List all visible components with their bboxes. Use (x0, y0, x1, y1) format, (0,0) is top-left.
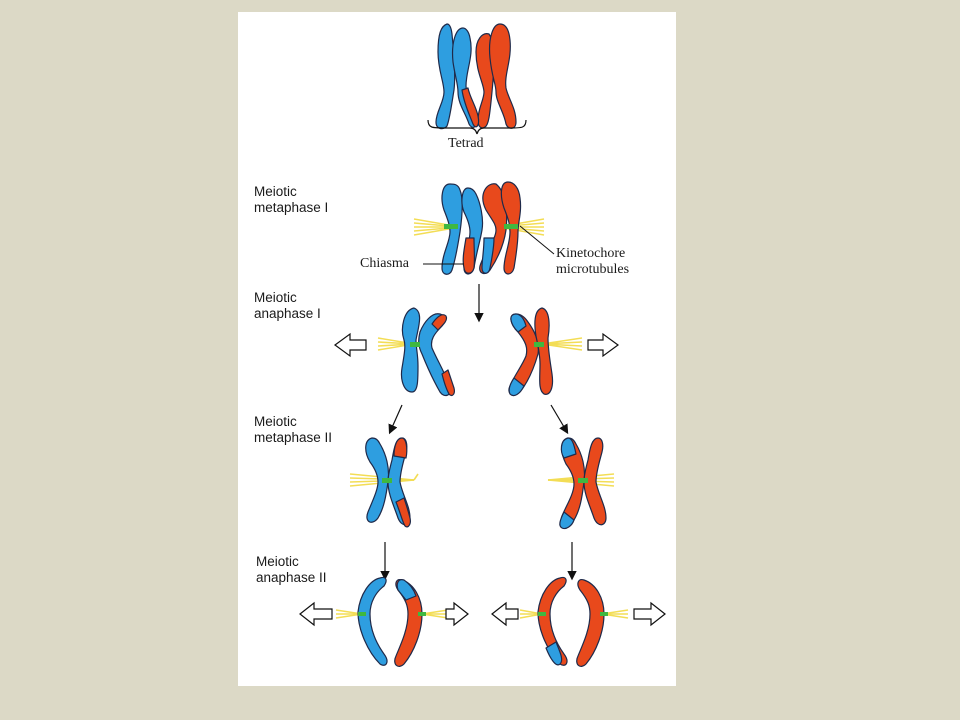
stage-label-line: Meiotic (254, 290, 297, 305)
label-line: microtubules (556, 262, 630, 277)
stage-label-line: Meiotic (254, 184, 297, 199)
move-left-arrow (333, 332, 367, 358)
kinetochore-pointer (519, 225, 555, 255)
stage-label-line: Meiotic (256, 554, 299, 569)
move-left-arrow (299, 601, 333, 627)
arrow-to-metaphase-ii-left (388, 404, 403, 435)
anaphase-i-right-chromosome (508, 307, 554, 397)
metaphase-ii-left-chromosome (365, 437, 411, 528)
diagram-panel: Tetrad Meiotic metaphase I Chiasma Kinet… (238, 12, 676, 686)
label-line: Kinetochore (556, 246, 626, 261)
stage-label-metaphase-i: Meiotic metaphase I (254, 184, 328, 216)
anaphase-ii-right-microtubules (519, 609, 629, 619)
metaphase-ii-right-kinetochore (578, 478, 588, 483)
kinetochore-microtubules-label: Kinetochore microtubules (556, 246, 629, 278)
anaphase-ii-right-kinetochores (538, 612, 608, 616)
stage-label-line: Meiotic (254, 414, 297, 429)
move-right-arrow (633, 601, 666, 627)
anaphase-i-left-chromosome (400, 307, 455, 397)
metaphase-ii-right-chromosome (559, 437, 607, 530)
stage-label-line: metaphase II (254, 430, 333, 445)
stage-label-line: anaphase II (256, 570, 327, 585)
red-chromatid (488, 23, 517, 129)
meiosis-diagram (299, 23, 666, 668)
tetrad-chromosomes (435, 23, 517, 130)
move-left-arrow (491, 601, 519, 627)
move-right-arrow (587, 332, 620, 358)
arrow-to-metaphase-ii-right (550, 404, 569, 435)
metaphase-ii-left-kinetochore (382, 478, 392, 483)
tetrad-brace (427, 119, 527, 135)
metaphase-i-kinetochores (444, 224, 518, 229)
anaphase-ii-right-chromatids (537, 576, 605, 668)
anaphase-i-right-kinetochore (534, 342, 544, 347)
move-right-arrow (445, 601, 469, 627)
anaphase-i-left-kinetochore (410, 342, 420, 347)
stage-label-anaphase-i: Meiotic anaphase I (254, 290, 321, 322)
stage-label-metaphase-ii: Meiotic metaphase II (254, 414, 332, 446)
anaphase-ii-left-microtubules (335, 609, 449, 619)
crossover-segment (461, 87, 480, 128)
stage-label-line: anaphase I (254, 306, 321, 321)
anaphase-ii-left-chromatids (357, 576, 423, 668)
chiasma-label: Chiasma (360, 256, 409, 271)
anaphase-ii-left-kinetochores (358, 612, 426, 616)
tetrad-label: Tetrad (448, 136, 484, 151)
stage-label-line: metaphase I (254, 200, 329, 215)
blue-chromatid (435, 23, 456, 130)
stage-label-anaphase-ii: Meiotic anaphase II (256, 554, 327, 586)
